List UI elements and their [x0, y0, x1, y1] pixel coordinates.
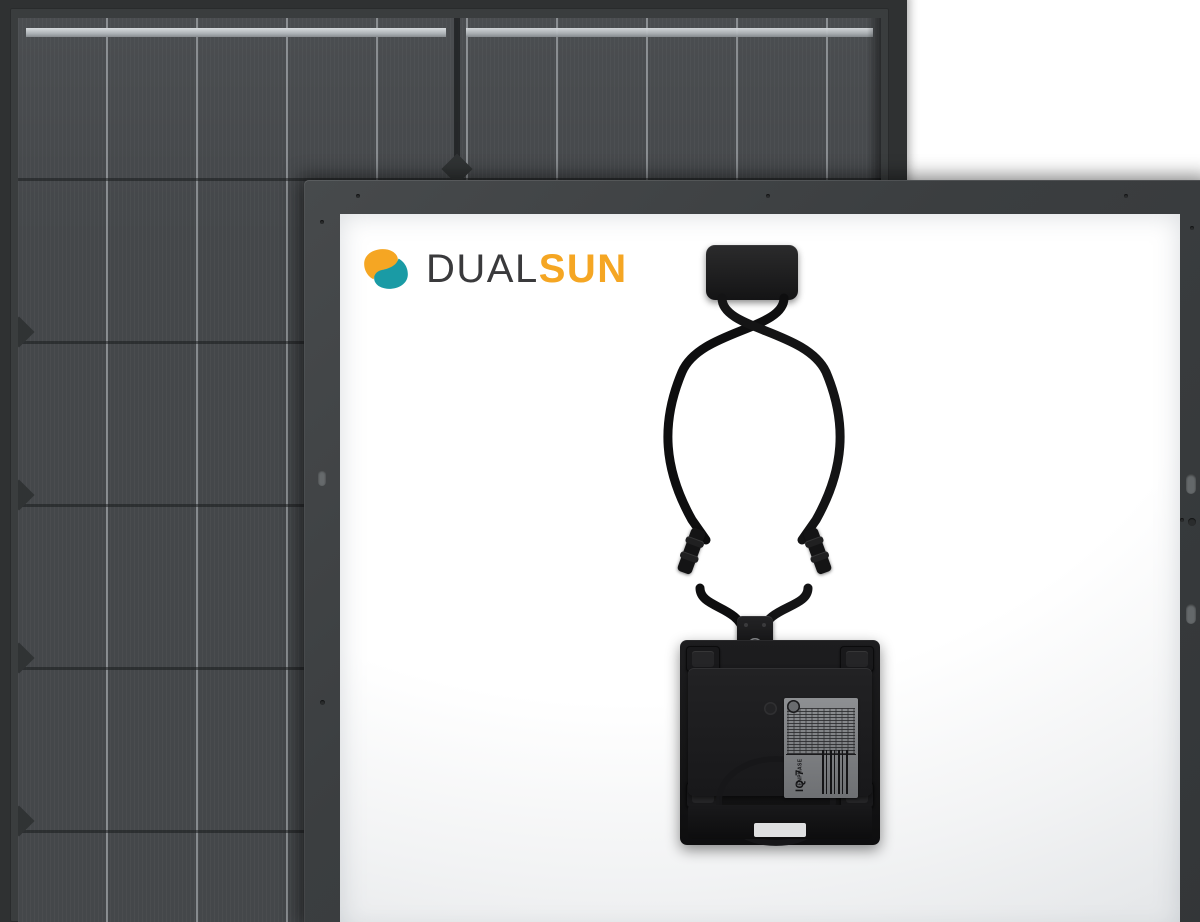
- dc-cable-right: [717, 293, 845, 545]
- frame-drain-slot: [318, 470, 326, 486]
- frame-screw-hole: [1188, 518, 1196, 526]
- frame-drain-slot: [1186, 604, 1196, 624]
- frame-screw-hole: [320, 700, 325, 705]
- mc4-band: [679, 550, 700, 564]
- label-barcode: [822, 750, 850, 794]
- label-certification-icon: [787, 700, 800, 713]
- frame-screw-hole: [1124, 194, 1128, 198]
- mc4-band: [684, 535, 705, 549]
- mc4-band: [809, 550, 830, 564]
- label-divider: [786, 754, 856, 755]
- wordmark-dual: DUAL: [426, 247, 539, 291]
- dualsun-wordmark: DUALSUN: [426, 249, 628, 289]
- microinverter-base-notch: [754, 823, 806, 837]
- frame-screw-hole: [1180, 518, 1184, 522]
- microinverter-indicator: [764, 702, 777, 715]
- mc4-band: [804, 535, 825, 549]
- dc-cable-left: [663, 293, 789, 545]
- frame-screw-hole: [356, 194, 360, 198]
- connector-dot: [762, 623, 766, 627]
- top-ribbon-left: [26, 28, 446, 37]
- top-ribbon-right: [466, 28, 873, 37]
- mounting-bracket-top-right: [840, 646, 874, 672]
- label-model-text: IQ 7: [794, 769, 806, 792]
- junction-box: [706, 245, 798, 300]
- mounting-bracket-top-left: [686, 646, 720, 672]
- dualsun-logo: DUALSUN: [360, 243, 628, 295]
- dualsun-leaf-mark-icon: [360, 243, 412, 295]
- microinverter-coil-outline: [716, 756, 836, 846]
- frame-drain-slot: [1186, 474, 1196, 494]
- enphase-microinverter: ENPHASE IQ 7: [680, 640, 880, 846]
- frame-screw-hole: [766, 194, 770, 198]
- connector-dot: [744, 623, 748, 627]
- frame-screw-hole: [1190, 226, 1194, 230]
- microinverter-rating-label: ENPHASE IQ 7: [784, 698, 858, 798]
- label-specification-block: [787, 708, 855, 754]
- wordmark-sun: SUN: [538, 247, 628, 291]
- frame-screw-hole: [320, 220, 324, 224]
